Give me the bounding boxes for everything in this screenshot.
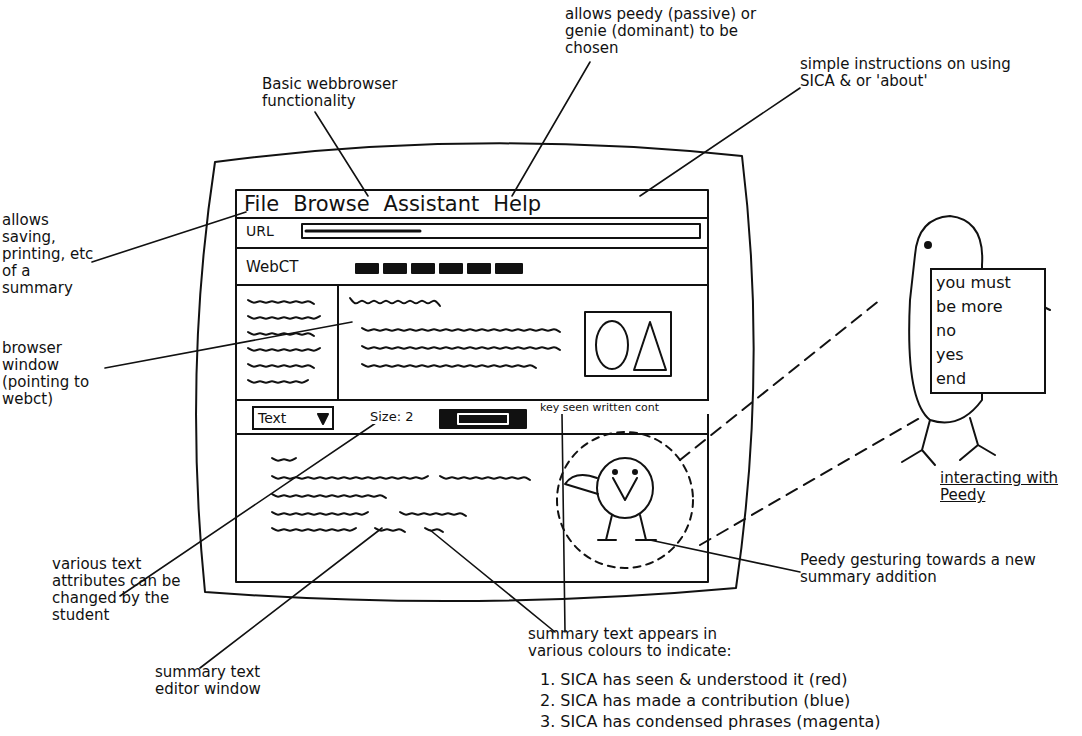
toolbar-buttons [356,264,522,273]
annotation: interacting with Peedy [940,470,1060,504]
url-text [306,230,420,233]
url-field [302,224,700,238]
annotation: Basic webbrowser functionality [262,76,412,110]
node-text: be more [936,295,1003,319]
node-text: URL [246,223,274,239]
url-label: URL [242,221,300,241]
node-text: you must [936,271,1011,295]
annotation: summary text appears in various colours … [528,626,738,660]
divider [236,247,708,249]
divider [337,285,339,400]
annotation: various text attributes can be changed b… [52,556,192,624]
image-triangle [634,322,666,370]
leader-lines [92,62,800,668]
scribble-line [272,476,428,479]
node-text: Text [258,410,286,426]
node-text: Assistant [384,192,480,216]
projection-line [680,300,880,460]
menu-bar: File Browse Assistant Help [240,191,706,217]
dropdown-arrow [318,414,328,424]
peedy-small [565,458,656,540]
scribble-line [248,332,314,336]
node-text: end [936,367,966,391]
browser-frame [236,190,708,582]
text-dropdown: Text [252,406,334,430]
scribble-line [272,512,368,515]
peedy-highlight [557,432,693,568]
scribble-line [272,458,296,461]
projection-line [700,415,925,545]
scribble-line [425,528,443,532]
size-box-inner [458,414,508,424]
annotation: allows saving, printing, etc of a summar… [2,212,102,297]
colour-key-item: 2. SICA has made a contribution (blue) [540,692,1070,710]
node-text: Help [493,192,541,216]
scribble-line [350,298,440,306]
scribble-line [440,476,530,480]
scribble-line [272,528,356,531]
scribble-line [248,300,314,304]
node-text: File [244,192,279,216]
colour-key-item: 1. SICA has seen & understood it (red) [540,671,1070,689]
divider [236,217,708,219]
webct-bar: WebCT [242,255,342,279]
scribble-line [400,512,466,516]
annotation: browser window (pointing to webct) [2,340,107,408]
scribble-lines [248,298,560,532]
node-text: yes [936,343,964,367]
scribble-line [248,380,308,383]
annotation: Peedy gesturing towards a new summary ad… [800,552,1062,586]
scribble-line [362,328,560,332]
image-box [585,312,671,376]
scribble-line [362,346,560,350]
image-circle [596,321,628,369]
node-text: Browse [293,192,369,216]
annotation: simple instructions on using SICA & or '… [800,56,1015,90]
scribble-line [248,316,320,319]
divider [236,284,708,286]
scribble-line [362,364,536,368]
annotation: Size: 2 [370,409,438,424]
scribble-line [248,348,320,351]
annotation: summary text editor window [155,664,275,698]
scribble-line [375,528,405,532]
scribble-line [248,364,314,368]
size-box [440,410,526,428]
colour-key-item: 3. SICA has condensed phrases (magenta) [540,713,1070,731]
scribble-line [272,494,386,498]
peedy-menu: you mustbe morenoyesend [930,268,1046,394]
annotation: allows peedy (passive) or genie (dominan… [565,6,760,57]
node-text: WebCT [246,258,298,276]
monitor-outline [196,143,754,601]
annotation: key seen written cont [540,401,710,414]
node-text: no [936,319,956,343]
